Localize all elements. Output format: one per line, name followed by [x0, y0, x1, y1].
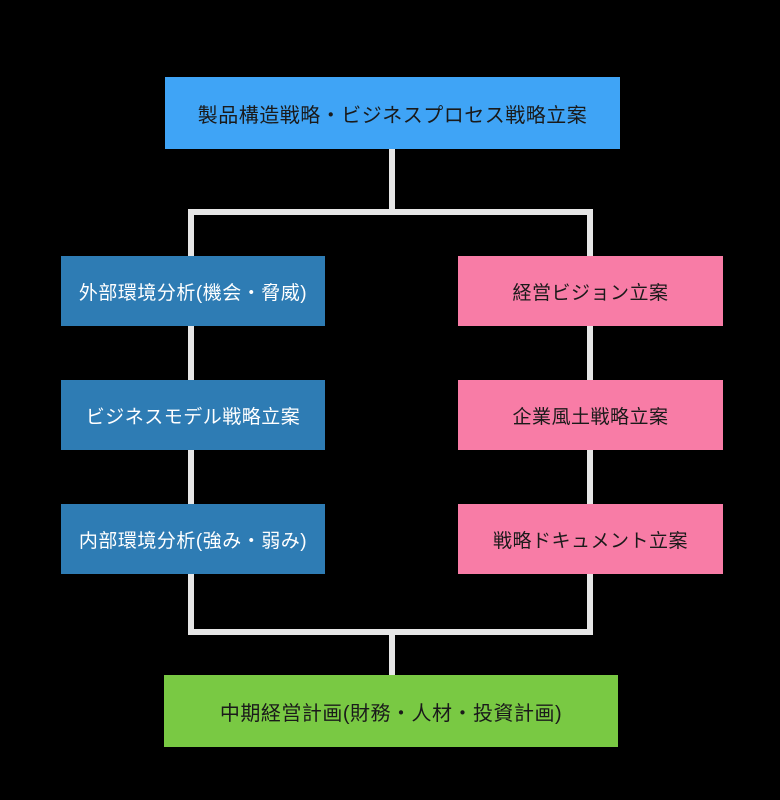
flow-node-management-vision: 経営ビジョン立案	[458, 256, 723, 326]
flow-node-label: 内部環境分析(強み・弱み)	[78, 530, 308, 552]
flow-node-internal-analysis: 内部環境分析(強み・弱み)	[61, 504, 325, 574]
connector-top-vertical	[389, 149, 395, 212]
flow-node-label: 戦略ドキュメント立案	[492, 530, 688, 552]
flow-node-label: 外部環境分析(機会・脅威)	[78, 282, 308, 304]
connector-bottom-vertical	[389, 632, 395, 675]
flow-node-label: 経営ビジョン立案	[512, 282, 669, 304]
flow-node-top-label: 製品構造戦略・ビジネスプロセス戦略立案	[197, 104, 588, 127]
connector-top-horizontal	[188, 209, 593, 215]
flow-node-external-analysis: 外部環境分析(機会・脅威)	[61, 256, 325, 326]
flow-node-label: ビジネスモデル戦略立案	[85, 406, 301, 428]
flow-node-label: 企業風土戦略立案	[512, 406, 669, 428]
flow-node-business-model: ビジネスモデル戦略立案	[61, 380, 325, 450]
flow-node-bottom-label: 中期経営計画(財務・人材・投資計画)	[219, 702, 563, 725]
flow-node-corporate-culture: 企業風土戦略立案	[458, 380, 723, 450]
flow-node-strategy-document: 戦略ドキュメント立案	[458, 504, 723, 574]
flow-node-top: 製品構造戦略・ビジネスプロセス戦略立案	[165, 77, 620, 149]
flow-node-midterm-plan: 中期経営計画(財務・人材・投資計画)	[164, 675, 618, 747]
